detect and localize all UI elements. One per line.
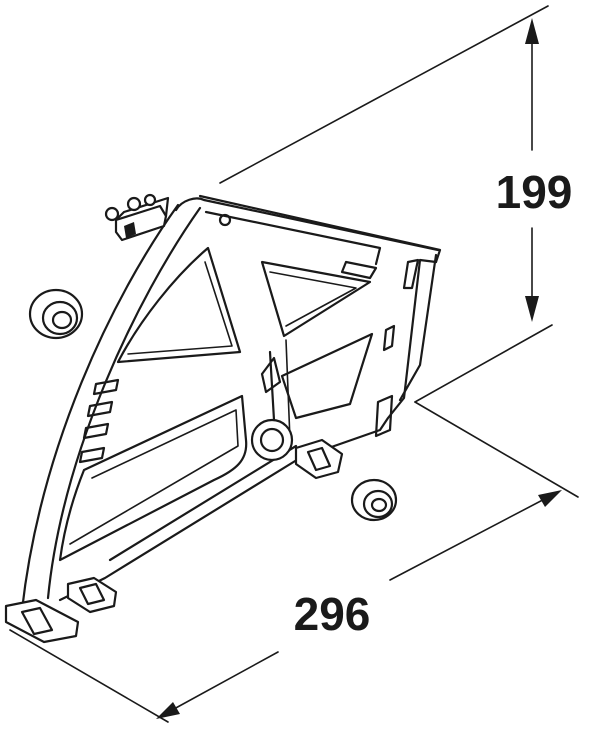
bracket-outer-arc <box>20 203 180 612</box>
bracket-left-tab-2 <box>86 400 114 418</box>
width-extension-line-left <box>9 629 169 723</box>
bracket-right-slot <box>402 258 420 290</box>
bracket-bottom-edge-inner <box>108 444 298 562</box>
bushing-right <box>350 478 398 522</box>
bracket-window-center-right <box>280 332 374 420</box>
clip-connector-pin-1 <box>104 206 120 222</box>
bushing-right-collar <box>362 489 394 519</box>
bracket-inner-arc <box>46 206 202 600</box>
width-dimension-line-upper <box>389 492 557 581</box>
width-dimension-line-lower <box>162 651 279 716</box>
bracket-left-tab-4 <box>78 446 106 464</box>
bracket-left-tab-3 <box>82 422 110 440</box>
swing-bracket <box>4 194 442 644</box>
clip-connector-top <box>114 196 170 222</box>
bracket-foot-right-slot <box>306 446 332 472</box>
height-dimension: 199 <box>219 5 573 403</box>
bracket-top-edge <box>198 194 442 264</box>
clip-connector-detail <box>124 222 136 238</box>
width-arrowhead-left <box>156 702 180 719</box>
height-extension-line-bottom <box>414 324 553 403</box>
width-arrowhead-right <box>538 490 562 507</box>
clip-connector <box>104 193 170 242</box>
width-dimension: 296 <box>9 401 579 723</box>
pivot-hole-outer <box>250 418 294 462</box>
bracket-arc-rim <box>174 197 440 252</box>
bracket-left-tab-1 <box>92 378 120 396</box>
bracket-foot-middle-slot <box>78 582 106 606</box>
bracket-window-upper-right-inner <box>269 271 357 327</box>
bracket-foot-left <box>4 598 80 644</box>
bracket-right-flange <box>398 253 438 402</box>
bracket-top-edge-inner <box>204 210 382 266</box>
bracket-right-tab <box>374 394 394 438</box>
bracket-window-upper-left <box>116 246 242 364</box>
bracket-right-edge <box>298 258 438 460</box>
bracket-window-upper-right <box>260 260 372 338</box>
bracket-strut-vertical-2 <box>285 339 291 441</box>
bracket-foot-right <box>294 438 344 480</box>
bracket-window-upper-left-inner <box>127 261 233 355</box>
height-dimension-label: 199 <box>496 166 573 218</box>
bracket-window-lower-left-inner <box>69 409 239 545</box>
bracket-foot-middle <box>66 576 118 614</box>
bushing-right-bore <box>370 497 388 513</box>
clip-connector-pin-2 <box>126 196 142 212</box>
pivot-hole-inner <box>259 427 285 453</box>
bracket-top-clip <box>340 260 378 280</box>
height-extension-line-top <box>219 5 549 184</box>
width-extension-line-right <box>414 401 579 498</box>
width-dimension-label: 296 <box>294 588 371 640</box>
height-arrowhead-bottom <box>525 296 539 322</box>
clip-connector-pin-3 <box>143 193 157 207</box>
top-hole <box>218 213 232 227</box>
bracket-window-lower-left <box>58 394 248 562</box>
bushing-left <box>28 288 84 340</box>
bushing-left-collar <box>41 300 79 336</box>
bushing-left-bore <box>51 310 73 330</box>
bracket-mid-clip <box>260 356 282 394</box>
height-arrowhead-top <box>525 18 539 44</box>
bracket-right-notch <box>382 324 396 352</box>
bracket-foot-left-slot <box>20 606 54 636</box>
